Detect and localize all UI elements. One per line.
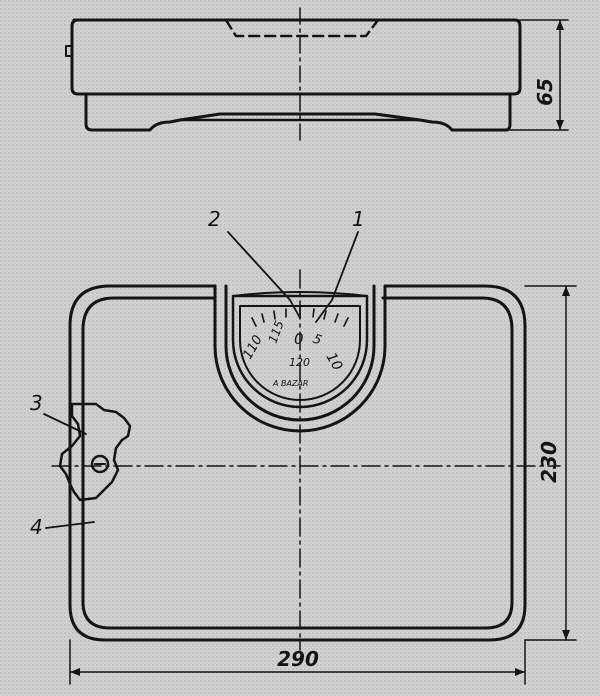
side-view bbox=[65, 7, 569, 141]
side-view-dial-hidden bbox=[224, 18, 380, 38]
leader-3 bbox=[43, 413, 87, 435]
dimension-arrows bbox=[70, 20, 570, 676]
plan-view bbox=[43, 231, 577, 685]
side-view-base bbox=[84, 92, 512, 132]
adjust-knob-screw bbox=[90, 454, 110, 474]
plan-outer-outline bbox=[68, 284, 527, 642]
arrow-width-left bbox=[70, 668, 80, 676]
callout-2: 2 bbox=[208, 207, 221, 231]
leader-1 bbox=[315, 231, 359, 323]
dial-scale-ticks bbox=[251, 307, 349, 327]
plan-inner-outline bbox=[81, 296, 514, 630]
adjust-knob bbox=[58, 402, 132, 502]
callout-4: 4 bbox=[30, 515, 43, 539]
dim-width-label: 290 bbox=[277, 647, 319, 671]
dim-height-label: 65 bbox=[533, 78, 557, 106]
dial-brand: A BAZAR bbox=[272, 379, 309, 388]
leader-4 bbox=[45, 521, 95, 529]
side-view-body bbox=[70, 18, 522, 96]
callout-3: 3 bbox=[30, 391, 43, 415]
arrow-height-top bbox=[556, 20, 564, 30]
dim-depth-label: 230 bbox=[537, 441, 561, 483]
leader-2 bbox=[227, 231, 301, 319]
arrow-depth-bottom bbox=[562, 630, 570, 640]
arrow-height-bottom bbox=[556, 120, 564, 130]
arrow-depth-top bbox=[562, 286, 570, 296]
side-view-knob bbox=[65, 45, 73, 57]
dial-number-ten: 10 bbox=[323, 350, 346, 374]
arrow-width-right bbox=[515, 668, 525, 676]
dial-number-120: 120 bbox=[289, 356, 310, 369]
dial-ring-1 bbox=[231, 294, 369, 409]
dial-number-zero: 0 bbox=[294, 330, 304, 348]
dial-ring-2 bbox=[239, 305, 361, 401]
callout-1: 1 bbox=[352, 207, 365, 231]
dial-window-top bbox=[232, 291, 368, 297]
